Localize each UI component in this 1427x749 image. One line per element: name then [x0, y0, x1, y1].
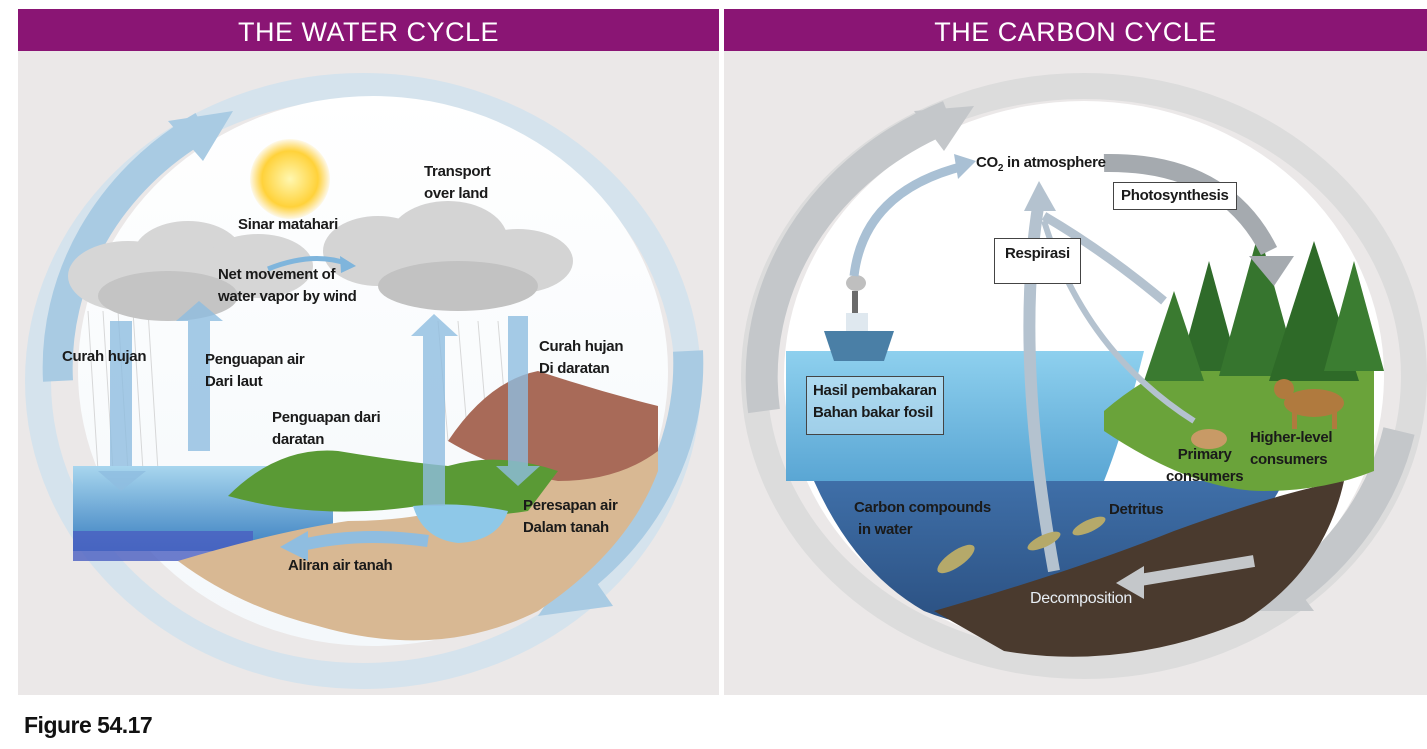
label-higher-consumers: Higher-level consumers — [1250, 429, 1333, 468]
rabbit-icon — [1191, 429, 1227, 449]
label-photosynthesis: Photosynthesis — [1113, 182, 1237, 210]
water-cycle-panel: THE WATER CYCLE — [18, 9, 719, 695]
fossil-arrow — [849, 161, 966, 277]
carbon-ocean — [786, 351, 1144, 481]
respiration-plant-arrow — [1041, 212, 1167, 305]
label-net-movement: Net movement of water vapor by wind — [218, 266, 357, 305]
mountain — [448, 371, 658, 481]
groundwater-arrow — [296, 531, 429, 552]
label-detritus: Detritus — [1109, 501, 1164, 518]
cycle-arrowhead-bottom — [538, 556, 613, 616]
fish-icon — [937, 516, 1106, 574]
cycle-arrowhead-top — [168, 111, 233, 161]
label-percolation: Peresapan air Dalam tanah — [523, 497, 618, 536]
water-cycle-title: THE WATER CYCLE — [18, 9, 719, 51]
ship-icon — [824, 275, 894, 361]
carbon-arrow-right — [1274, 427, 1415, 610]
lake — [413, 504, 508, 543]
label-respiration: Respirasi — [994, 238, 1081, 284]
carbon-cycle-title: THE CARBON CYCLE — [724, 9, 1427, 51]
label-evap-land: Penguapan dari daratan — [272, 409, 381, 448]
sun-icon — [250, 139, 330, 219]
label-precip-ocean: Curah hujan — [62, 348, 147, 365]
cloud-right — [323, 201, 573, 311]
carbon-cycle-illustration — [741, 73, 1427, 679]
seabed — [934, 481, 1344, 657]
label-carbon-compounds: Carbon compounds in water — [854, 499, 991, 538]
decomposition-arrow — [1133, 555, 1255, 587]
trees — [1144, 231, 1384, 381]
cycle-arrow-top-left — [42, 113, 211, 382]
label-precip-land: Curah hujan Di daratan — [539, 338, 624, 377]
lynx-icon — [1274, 379, 1344, 429]
label-groundwater: Aliran air tanah — [288, 557, 393, 574]
label-transport: Transport over land — [424, 163, 491, 202]
figure-caption: Figure 54.17 — [24, 712, 153, 738]
label-fossil-fuel: Hasil pembakaran Bahan bakar fosil — [806, 376, 944, 435]
label-sunlight: Sinar matahari — [238, 216, 339, 233]
label-primary-consumers: Primary consumers — [1166, 446, 1244, 485]
cycle-arrow-bottom-right — [568, 350, 704, 593]
label-decomposition: Decomposition — [1030, 590, 1132, 607]
label-co2-atmosphere: CO2 in atmosphere — [976, 154, 1106, 174]
land — [228, 450, 558, 515]
evaporation-arrows — [98, 301, 540, 506]
carbon-arrow-left — [745, 101, 955, 414]
soil — [178, 411, 658, 641]
label-evap-sea: Penguapan air Dari laut — [205, 351, 305, 390]
carbon-cycle-panel: THE CARBON CYCLE — [724, 9, 1427, 695]
water-cycle-illustration — [25, 73, 704, 689]
